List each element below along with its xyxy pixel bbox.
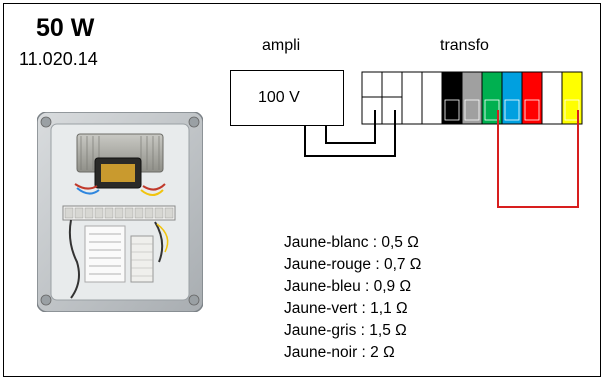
terminal-pin xyxy=(524,99,540,121)
legend-item: Jaune-vert : 1,1 Ω xyxy=(284,300,408,317)
legend-item: Jaune-bleu : 0,9 Ω xyxy=(284,278,412,295)
junction-box-photo xyxy=(37,112,203,312)
terminal-pin xyxy=(464,99,480,121)
amplifier-voltage: 100 V xyxy=(258,89,300,106)
terminal xyxy=(421,71,443,125)
terminal xyxy=(361,71,383,125)
legend-item: Jaune-noir : 2 Ω xyxy=(284,344,395,361)
power-title: 50 W xyxy=(36,14,95,42)
transfo-label: transfo xyxy=(440,37,489,54)
amplifier-box xyxy=(230,70,344,126)
date-code: 11.020.14 xyxy=(19,49,98,69)
legend-item: Jaune-rouge : 0,7 Ω xyxy=(284,256,422,273)
terminal xyxy=(381,71,403,125)
legend-item: Jaune-blanc : 0,5 Ω xyxy=(284,234,419,251)
ampli-label: ampli xyxy=(262,37,301,54)
link-wire xyxy=(304,110,396,157)
terminal-pin xyxy=(444,99,460,121)
impedance-legend: Jaune-blanc : 0,5 Ω Jaune-rouge : 0,7 Ω … xyxy=(284,232,421,364)
transformer-terminal-strip xyxy=(361,71,583,125)
terminal-pin xyxy=(504,99,520,121)
terminal xyxy=(401,71,423,125)
jumper-wire xyxy=(497,110,579,208)
link-wire xyxy=(325,110,376,144)
terminal xyxy=(541,71,563,125)
legend-item: Jaune-gris : 1,5 Ω xyxy=(284,322,407,339)
